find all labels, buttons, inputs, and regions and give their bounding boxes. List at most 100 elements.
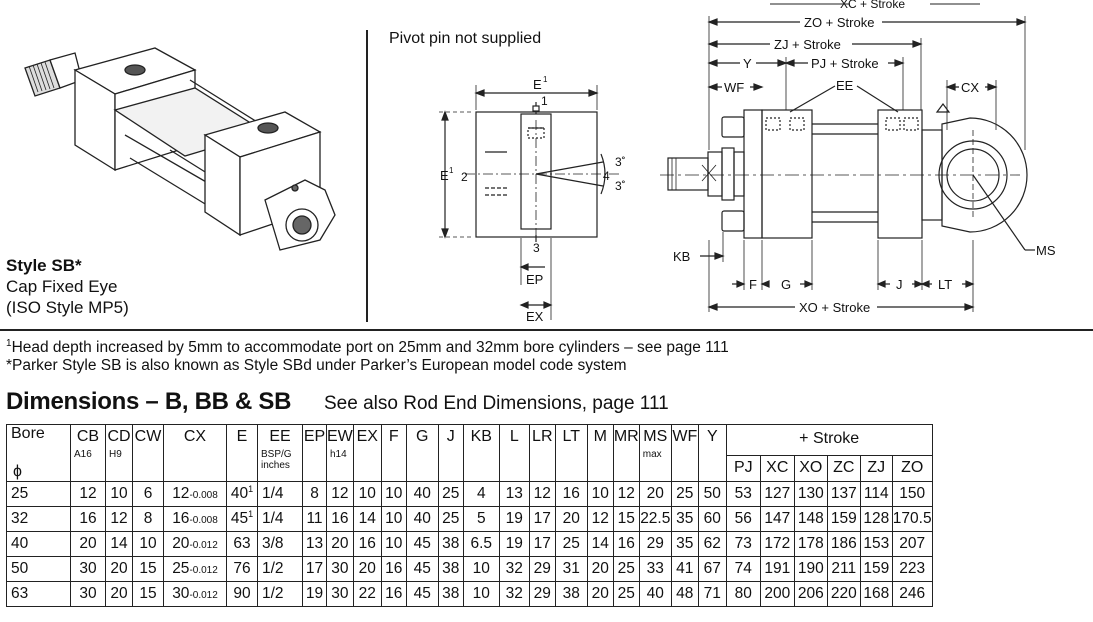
cell-e: 451	[226, 506, 258, 532]
cell-ew: 30	[326, 581, 354, 607]
cell-mr: 15	[612, 506, 640, 532]
column-header-ep: EP	[302, 424, 327, 482]
cell-cx: 12-0.008	[163, 481, 227, 507]
cell-ew: 12	[326, 481, 354, 507]
cell-l: 32	[498, 581, 530, 607]
cell-ex: 14	[352, 506, 382, 532]
cell-xo: 148	[793, 506, 828, 532]
cell-kb: 5	[462, 506, 500, 532]
cell-cw: 15	[132, 581, 164, 607]
cell-mr: 16	[612, 531, 640, 557]
cell-j: 38	[437, 556, 464, 582]
cell-ms: 29	[638, 531, 672, 557]
cell-xo: 190	[793, 556, 828, 582]
cell-cd: 20	[105, 581, 133, 607]
cell-cw: 6	[132, 481, 164, 507]
cell-m: 20	[586, 556, 614, 582]
column-header-mr: MR	[612, 424, 640, 482]
cell-lt: 16	[554, 481, 588, 507]
cell-pj: 53	[725, 481, 761, 507]
cell-ee: 1/4	[257, 506, 303, 532]
cell-zo: 223	[891, 556, 933, 582]
cell-wf: 35	[670, 531, 699, 557]
cell-e: 63	[226, 531, 258, 557]
cell-mr: 25	[612, 581, 640, 607]
cell-cx: 25-0.012	[163, 556, 227, 582]
cell-ex: 16	[352, 531, 382, 557]
footnote-2: *Parker Style SB is also known as Style …	[6, 357, 627, 374]
cell-cw: 10	[132, 531, 164, 557]
cell-ee: 1/2	[257, 581, 303, 607]
cell-ms: 40	[638, 581, 672, 607]
cell-bore: 63	[6, 581, 71, 607]
cell-zo: 207	[891, 531, 933, 557]
cell-ms: 20	[638, 481, 672, 507]
cell-zc: 137	[826, 481, 861, 507]
e1-left-label: E	[440, 168, 449, 183]
g-label: G	[781, 277, 791, 292]
cell-ep: 17	[302, 556, 327, 582]
svg-text:1: 1	[543, 75, 548, 84]
ee-label: EE	[836, 78, 854, 93]
cell-lr: 12	[528, 481, 556, 507]
cell-cb: 30	[70, 581, 106, 607]
section-divider	[0, 329, 1093, 331]
cell-zj: 128	[859, 506, 893, 532]
pivot-note: Pivot pin not supplied	[389, 30, 542, 47]
cell-xo: 206	[793, 581, 828, 607]
cell-zo: 170.5	[891, 506, 933, 532]
cell-y: 50	[697, 481, 727, 507]
cell-pj: 56	[725, 506, 761, 532]
cell-ep: 13	[302, 531, 327, 557]
column-header-zo: ZO	[891, 454, 933, 483]
cell-j: 38	[437, 581, 464, 607]
cell-l: 13	[498, 481, 530, 507]
cell-e: 401	[226, 481, 258, 507]
section-title: Dimensions – B, BB & SB	[6, 388, 292, 415]
style-title: Style SB*	[6, 256, 82, 275]
cell-lt: 38	[554, 581, 588, 607]
cell-zj: 114	[859, 481, 893, 507]
cell-lt: 25	[554, 531, 588, 557]
section-subtitle: See also Rod End Dimensions, page 111	[324, 393, 669, 414]
cell-cb: 16	[70, 506, 106, 532]
xo-label: XO + Stroke	[799, 300, 870, 315]
cell-e: 76	[226, 556, 258, 582]
cell-xc: 147	[759, 506, 795, 532]
num3-label: 3	[533, 241, 540, 255]
column-header-m: M	[586, 424, 614, 482]
cell-m: 20	[586, 581, 614, 607]
num1-label: 1	[541, 94, 548, 108]
cell-wf: 41	[670, 556, 699, 582]
cell-lr: 17	[528, 506, 556, 532]
cell-zj: 168	[859, 581, 893, 607]
column-header-g: G	[405, 424, 439, 482]
cell-bore: 32	[6, 506, 71, 532]
cell-m: 14	[586, 531, 614, 557]
column-header-zj: ZJ	[859, 454, 893, 483]
cell-bore: 25	[6, 481, 71, 507]
ms-label: MS	[1036, 243, 1056, 258]
column-header-e: E	[226, 424, 258, 482]
cell-g: 40	[405, 481, 439, 507]
column-header-xc: XC	[759, 454, 795, 483]
cell-l: 32	[498, 556, 530, 582]
num4-label: 4	[603, 169, 610, 183]
cell-zo: 246	[891, 581, 933, 607]
cell-mr: 12	[612, 481, 640, 507]
cell-f: 16	[380, 556, 407, 582]
y-label: Y	[743, 56, 752, 71]
cell-j: 25	[437, 481, 464, 507]
cell-zc: 159	[826, 506, 861, 532]
cell-wf: 25	[670, 481, 699, 507]
cell-lr: 17	[528, 531, 556, 557]
cell-ee: 1/4	[257, 481, 303, 507]
cell-kb: 10	[462, 556, 500, 582]
cell-cd: 12	[105, 506, 133, 532]
column-header-pj: PJ	[725, 454, 761, 483]
